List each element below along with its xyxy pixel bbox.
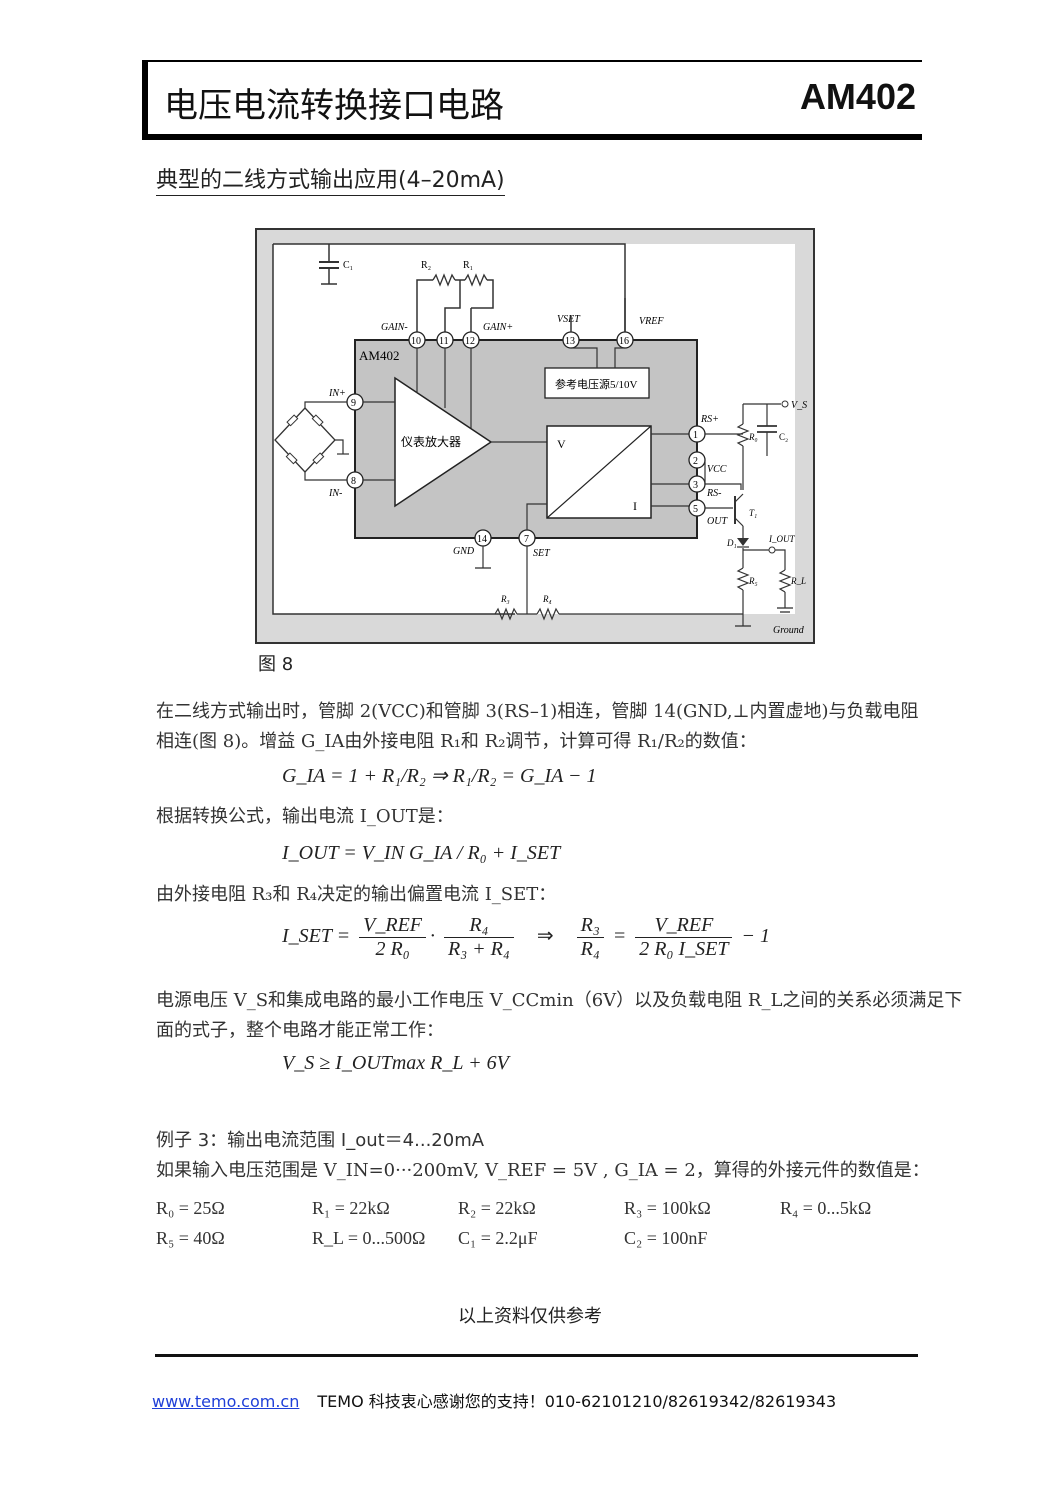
amp-label: 仪表放大器	[401, 434, 461, 449]
footer-contact: TEMO 科技衷心感谢您的支持！010-62101210/82619342/82…	[317, 1392, 837, 1411]
paragraph-1-line-2: 相连(图 8)。增益 G_IA由外接电阻 R₁和 R₂调节，计算可得 R₁/R₂…	[156, 731, 757, 752]
paragraph-2: 根据转换公式，输出电流 I_OUT是：	[156, 806, 454, 827]
label-iout: I_OUT	[768, 534, 795, 544]
paragraph-1-line-1: 在二线方式输出时，管脚 2(VCC)和管脚 3(RS–1)相连，管脚 14(GN…	[156, 701, 919, 722]
label-r1: R₁	[463, 260, 473, 271]
label-rl: R_L	[790, 576, 806, 586]
paragraph-4-line-1: 电源电压 V_S和集成电路的最小工作电压 V_CCmin（6V）以及负载电阻 R…	[156, 990, 963, 1011]
label-c1: C₁	[343, 260, 353, 271]
circuit-diagram: C₁ R₂ R₁ AM402 10 11 12 13 16 GAIN- GAIN…	[255, 228, 815, 644]
component-r5: R₅ = 40Ω	[156, 1228, 225, 1248]
pin-10: 10	[411, 336, 421, 347]
paragraph-4-line-2: 面的式子，整个电路才能正常工作：	[156, 1020, 444, 1041]
conv-i-label: I	[633, 499, 637, 513]
example-title: 例子 3：输出电流范围 I_out＝4...20mA	[156, 1130, 485, 1151]
component-r3: R₃ = 100kΩ	[624, 1198, 711, 1218]
website-link[interactable]: www.temo.com.cn	[152, 1392, 300, 1411]
label-vref: VREF	[639, 316, 664, 327]
footer: www.temo.com.cn TEMO 科技衷心感谢您的支持！010-62101…	[152, 1388, 836, 1412]
label-gnd: GND	[453, 546, 475, 557]
component-c1: C₁ = 2.2μF	[458, 1228, 538, 1248]
document-header: 电压电流转换接口电路 AM402	[142, 60, 922, 140]
equals-sign: =	[612, 925, 627, 948]
pin-2: 2	[693, 456, 698, 467]
pin-14: 14	[477, 534, 487, 545]
iset-lhs: I_SET =	[282, 925, 351, 948]
pin-12: 12	[465, 336, 475, 347]
minus-one: − 1	[741, 925, 770, 948]
document-title: 电压电流转换接口电路	[164, 86, 504, 126]
label-ground: Ground	[773, 625, 805, 636]
pin-9: 9	[351, 398, 356, 409]
label-r2: R₂	[421, 260, 431, 271]
label-gain-plus: GAIN+	[483, 322, 513, 333]
pin-13: 13	[565, 336, 575, 347]
pin-11: 11	[439, 336, 449, 347]
label-r0: R₀	[748, 432, 758, 442]
label-c2: C₂	[779, 432, 788, 442]
component-c2: C₂ = 100nF	[624, 1228, 708, 1248]
pin-16: 16	[619, 336, 629, 347]
component-r2: R₂ = 22kΩ	[458, 1198, 536, 1218]
component-r4: R₄ = 0...5kΩ	[780, 1198, 872, 1218]
label-gain-minus: GAIN-	[381, 322, 408, 333]
footer-divider	[155, 1354, 918, 1357]
label-in-minus: IN-	[328, 488, 342, 499]
label-r3: R₃	[500, 594, 510, 604]
chip-label: AM402	[359, 348, 399, 363]
component-r1: R₁ = 22kΩ	[312, 1198, 390, 1218]
pin-3: 3	[693, 480, 698, 491]
pin-8: 8	[351, 476, 356, 487]
product-model: AM402	[799, 76, 916, 117]
label-in-plus: IN+	[328, 388, 346, 399]
label-t1: T₁	[749, 508, 757, 518]
label-vcc: VCC	[707, 464, 727, 475]
equation-iout: I_OUT = V_IN G_IA / R₀ + I_SET	[282, 842, 561, 864]
pin-7: 7	[524, 534, 529, 545]
component-rl: R_L = 0...500Ω	[312, 1228, 426, 1248]
label-set: SET	[533, 548, 551, 559]
label-rs-minus: RS-	[706, 488, 721, 499]
ref-voltage-box: 参考电压源5/10V	[555, 377, 638, 391]
component-r0: R₀ = 25Ω	[156, 1198, 225, 1218]
pin-1: 1	[693, 430, 698, 441]
label-d1: D₁	[726, 538, 737, 548]
label-rs-plus: RS+	[700, 414, 719, 425]
label-vs: V_S	[791, 400, 807, 411]
implies-arrow: ⇒	[536, 925, 554, 948]
figure-caption: 图 8	[258, 654, 294, 675]
label-r4: R₄	[542, 594, 552, 604]
equation-vs: V_S ≥ I_OUTmax R_L + 6V	[282, 1052, 509, 1074]
label-out: OUT	[707, 516, 728, 527]
example-description: 如果输入电压范围是 V_IN=0···200mV, V_REF = 5V , G…	[156, 1160, 930, 1181]
label-vset: VSET	[557, 314, 581, 325]
reference-note: 以上资料仅供参考	[458, 1306, 602, 1327]
section-title: 典型的二线方式输出应用(4–20mA)	[156, 162, 505, 196]
pin-5: 5	[693, 504, 698, 515]
conv-v-label: V	[557, 437, 566, 451]
equation-gain: G_IA = 1 + R₁/R₂ ⇒ R₁/R₂ = G_IA − 1	[282, 765, 597, 787]
label-r5: R₅	[748, 576, 758, 586]
paragraph-3: 由外接电阻 R₃和 R₄决定的输出偏置电流 I_SET：	[156, 884, 557, 905]
